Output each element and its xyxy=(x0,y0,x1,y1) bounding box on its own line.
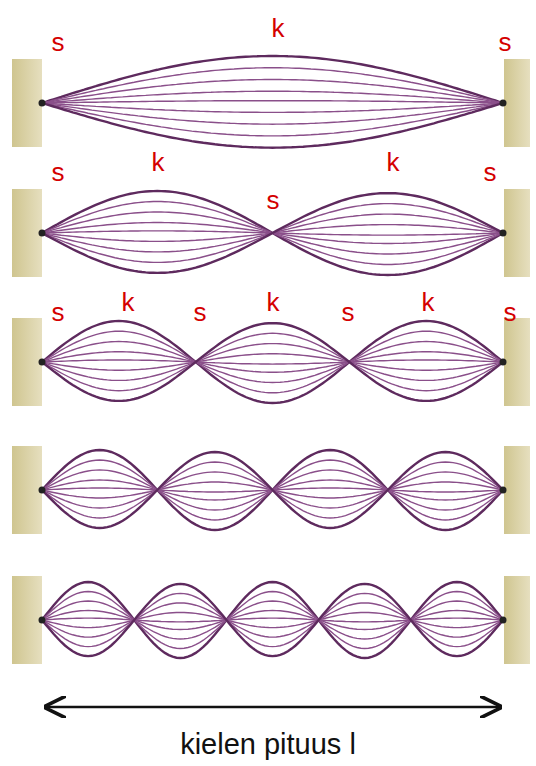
antinode-label: k xyxy=(422,289,435,315)
wall-support xyxy=(12,318,42,406)
wall-support xyxy=(504,576,530,664)
string-curve xyxy=(42,103,503,136)
node-label: s xyxy=(342,299,355,325)
string-curve xyxy=(42,593,503,646)
antinode-label: k xyxy=(152,149,165,175)
wall-support xyxy=(12,446,42,534)
string-curve xyxy=(42,331,503,393)
string-curve xyxy=(42,354,503,370)
node-label: s xyxy=(194,299,207,325)
fixed-end xyxy=(39,359,46,366)
string-curve xyxy=(42,68,503,103)
wall-support xyxy=(504,446,530,534)
wall-support xyxy=(12,576,42,664)
fixed-end xyxy=(39,487,46,494)
string-curve xyxy=(42,603,503,637)
string-curve xyxy=(42,342,503,383)
string-curve xyxy=(42,321,503,403)
string-curve xyxy=(42,611,503,630)
fixed-end xyxy=(500,230,507,237)
fixed-end xyxy=(500,487,507,494)
string-curve xyxy=(42,592,503,649)
string-curve xyxy=(42,103,503,124)
length-caption: kielen pituus l xyxy=(180,730,356,759)
node-label: s xyxy=(504,299,517,325)
node-label: s xyxy=(52,29,65,55)
string-curve xyxy=(42,103,503,148)
fixed-end xyxy=(39,100,46,107)
node-label: s xyxy=(499,29,512,55)
string-curve xyxy=(42,323,503,401)
string-curve xyxy=(42,618,503,622)
wall-support xyxy=(12,59,42,147)
node-label: s xyxy=(52,299,65,325)
length-arrow xyxy=(46,706,500,709)
string-curve xyxy=(42,80,503,104)
string-curve xyxy=(42,101,503,103)
antinode-label: k xyxy=(267,289,280,315)
antinode-label: k xyxy=(387,149,400,175)
fixed-end xyxy=(39,617,46,624)
node-label: s xyxy=(484,159,497,185)
string-curve xyxy=(42,344,503,381)
string-curve xyxy=(42,333,503,390)
string-curve xyxy=(42,360,503,364)
string-curve xyxy=(42,582,503,658)
antinode-label: k xyxy=(122,289,135,315)
string-curve xyxy=(42,56,503,103)
string-curve xyxy=(42,103,503,112)
node-label: s xyxy=(52,159,65,185)
node-label: s xyxy=(267,187,280,213)
string-curve xyxy=(42,584,503,656)
string-curve xyxy=(42,612,503,627)
string-curve xyxy=(42,601,503,639)
fixed-end xyxy=(39,230,46,237)
wall-support xyxy=(504,189,530,277)
string-curve xyxy=(42,450,503,530)
string-curve xyxy=(42,352,503,373)
wall-support xyxy=(12,189,42,277)
string-curve xyxy=(42,452,503,528)
fixed-end xyxy=(500,100,507,107)
antinode-label: k xyxy=(272,15,285,41)
fixed-end xyxy=(500,359,507,366)
string-curve xyxy=(42,91,503,103)
wall-support xyxy=(504,59,530,147)
fixed-end xyxy=(500,617,507,624)
wall-support xyxy=(504,318,530,406)
